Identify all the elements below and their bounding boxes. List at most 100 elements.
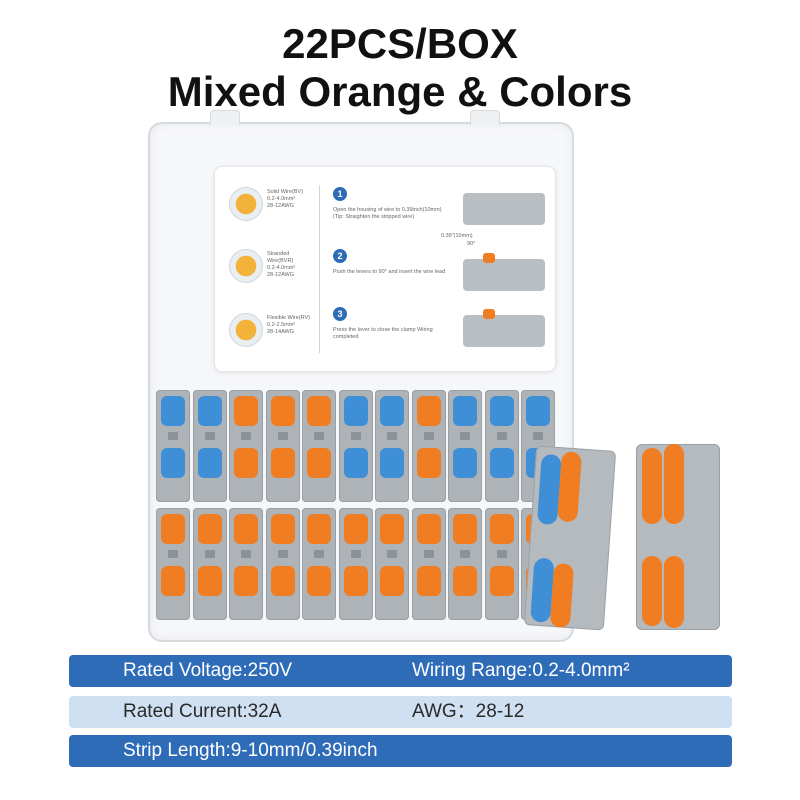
step-1-note: 0.39"(10mm) [441,233,473,239]
tray-connector-lever [380,448,404,478]
loose-connector-1-lever-d [549,562,575,629]
tray-connector [302,508,336,620]
tray-connector-slot [350,432,361,440]
title-line-1: 22PCS/BOX [282,20,518,67]
tray-connector [192,390,227,502]
tray-connector-lever [270,514,295,544]
tray-connector [265,508,300,620]
wire-type-3: Flexible Wire(RV) 0.2-2.5mm² 28-14AWG [267,315,317,336]
step-2-number: 2 [333,249,347,263]
tray-connector-lever [161,448,185,478]
tray-connector-lever [380,514,404,544]
tray-connector-lever [270,566,295,596]
tray-connector-lever [307,396,331,426]
loose-connector-1-lever-b [557,451,582,523]
tray-connector [156,508,190,620]
tray-connector-slot [460,550,470,558]
tray-connector [484,390,519,502]
tray-connector-lever [197,448,222,478]
flexible-wire-icon [229,313,263,347]
tray-connector-lever [307,514,331,544]
tray-connector-lever [416,448,441,478]
tray-connector-lever [416,396,441,426]
tray-connector-slot [241,550,251,558]
tray-connector-slot [277,432,288,440]
loose-connector-2-lever-d [664,556,684,628]
tray-connector-slot [423,550,434,558]
tray-connector [411,508,446,620]
tray-connector-slot [387,432,397,440]
wire-type-2: Stranded Wire(BVR) 0.2-4.0mm² 28-12AWG [267,251,317,279]
tray-connector-lever [343,514,368,544]
loose-connector-2-lever-b [664,444,684,524]
tray-connector-slot [387,550,397,558]
tray-connector-lever [526,396,550,426]
tray-connector-lever [453,566,477,596]
tray-connector-lever [453,514,477,544]
loose-connector-1 [523,445,617,631]
step-2-connector-image [463,253,545,291]
wire-type-2-range: 0.2-4.0mm² [267,265,296,271]
solid-wire-icon [229,187,263,221]
tray-connector-lever [234,448,258,478]
wire-type-1-name: Solid Wire(BV) [267,189,304,195]
tray-connector [338,508,373,620]
loose-connector-2-lever-a [642,448,662,524]
tray-connector-lever [161,396,185,426]
wiring-range: Wiring Range:0.2-4.0mm² [412,660,630,681]
tray-connector-lever [197,566,222,596]
tray-connector-slot [496,432,507,440]
step-2-note: 90° [467,241,476,247]
tray-connector [375,508,409,620]
tray-connector-slot [460,432,470,440]
step-3-number: 3 [333,307,347,321]
spec-row-3: Strip Length:9-10mm/0.39inch [69,735,732,767]
tray-connector-lever [234,566,258,596]
loose-connector-2-lever-c [642,556,662,626]
tray-connector-lever [489,566,514,596]
step-3-text: Press the lever to close the clamp Wirin… [333,327,433,340]
tray-connector-lever [343,566,368,596]
tray-connector-slot [533,432,543,440]
wire-type-1-awg: 28-12AWG [267,203,295,209]
wire-type-3-awg: 28-14AWG [267,329,295,335]
tray-connector-lever [416,514,441,544]
tray-connector [484,508,519,620]
tray-connector-slot [314,550,324,558]
title-line-2: Mixed Orange & Colors [167,68,633,115]
step-1-text: Open the housing of wire to 0.39inch(10m… [333,207,442,220]
tray-connector [156,390,190,502]
tray-connector-lever [489,396,514,426]
box-tab-left [210,110,240,125]
tray-connector-slot [241,432,251,440]
tray-connector [448,390,482,502]
tray-connector-lever [343,448,368,478]
tray-connector-lever [307,448,331,478]
step-1-connector-image [463,193,545,225]
spec-row-1: Rated Voltage:250V Wiring Range:0.2-4.0m… [69,655,732,687]
tray-connector-lever [380,566,404,596]
tray-connector [229,508,263,620]
tray-connector-slot [423,432,434,440]
tray-connector-lever [489,448,514,478]
box-tab-right [470,110,500,125]
tray-connector-lever [234,396,258,426]
tray-connector-lever [307,566,331,596]
tray-connector [265,390,300,502]
wire-type-2-awg: 28-12AWG [267,272,295,278]
wire-type-3-name: Flexible Wire(RV) [267,315,310,321]
tray-connector-lever [161,566,185,596]
tray-connector-slot [350,550,361,558]
card-divider [319,185,320,353]
tray-connector [192,508,227,620]
tray-connector-lever [453,396,477,426]
tray-connector-lever [489,514,514,544]
stranded-wire-icon [229,249,263,283]
connector-tray [150,380,570,636]
loose-connector-2 [636,444,720,630]
tray-connector [448,508,482,620]
tray-connector [411,390,446,502]
step-1-number: 1 [333,187,347,201]
step-2-lever [483,253,495,263]
tray-connector-lever [343,396,368,426]
